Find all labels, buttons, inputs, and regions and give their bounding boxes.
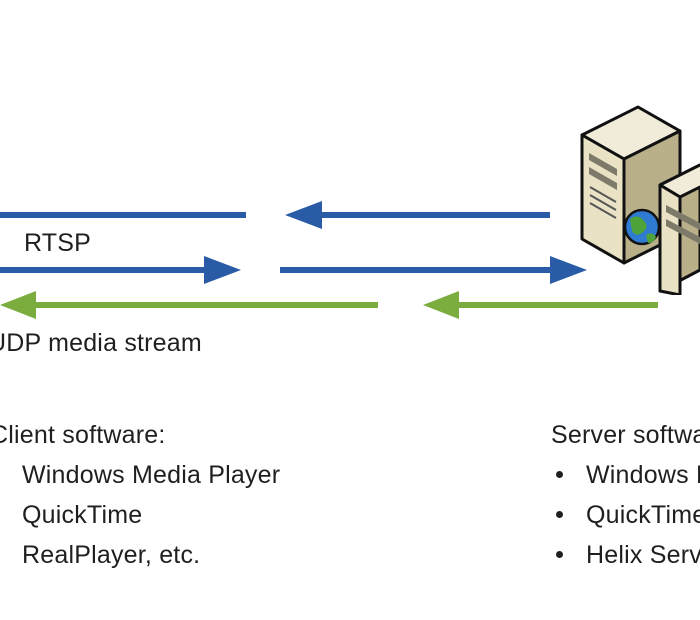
client-item-quicktime: QuickTime	[22, 501, 143, 529]
client-software-title: Client software:	[0, 421, 166, 449]
server-tower-icon	[658, 163, 700, 295]
server-software-title: Server software:	[551, 421, 700, 449]
rtsp-response-arrow	[285, 201, 550, 229]
server-item-quicktime-streaming: QuickTime Streaming Server	[586, 501, 700, 529]
client-item-realplayer: RealPlayer, etc.	[22, 541, 201, 569]
bullet	[556, 471, 563, 478]
rtsp-request-arrow-left	[0, 256, 241, 284]
server-group	[560, 95, 700, 295]
udp-stream-arrow-right	[423, 291, 658, 319]
client-item-windows-media-player: Windows Media Player	[22, 461, 281, 489]
bullet	[556, 551, 563, 558]
udp-stream-arrow-left	[0, 291, 378, 319]
server-item-helix: Helix Server	[586, 541, 700, 569]
udp-stream-label: UDP media stream	[0, 329, 202, 357]
globe-icon	[623, 208, 661, 246]
rtsp-label: RTSP	[24, 229, 92, 257]
server-tower-icon	[580, 105, 682, 265]
rtsp-request-arrow-right	[280, 256, 587, 284]
server-item-windows-media-services: Windows Media Services	[586, 461, 700, 489]
bullet	[556, 511, 563, 518]
